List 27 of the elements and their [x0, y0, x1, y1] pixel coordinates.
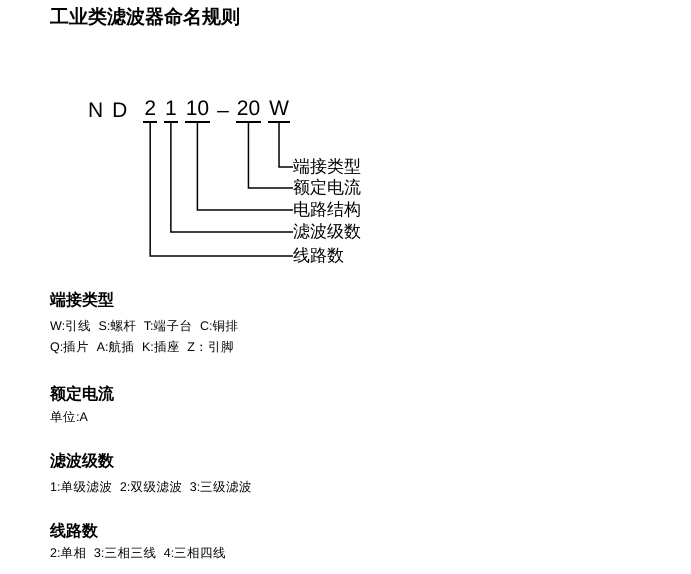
- field-label: 额定电流: [293, 178, 361, 198]
- field-label: 滤波级数: [293, 222, 361, 242]
- underlined-code-segment: 2: [143, 97, 158, 123]
- field-label: 端接类型: [293, 157, 361, 177]
- underlined-code-segment: 10: [184, 97, 210, 123]
- leader-line: [149, 123, 293, 257]
- code-prefix: ND: [88, 99, 136, 123]
- leader-line: [196, 123, 293, 211]
- section-text: 1:单级滤波 2:双级滤波 3:三级滤波: [50, 479, 252, 495]
- underlined-code-segment: W: [268, 97, 290, 123]
- underlined-code-segment: 1: [164, 97, 178, 123]
- section-text: Q:插片 A:航插 K:插座 Z：引脚: [50, 339, 234, 355]
- section-text: 单位:A: [50, 409, 88, 425]
- section-heading: 端接类型: [50, 291, 114, 311]
- code-dash: –: [217, 99, 229, 123]
- section-heading: 滤波级数: [50, 452, 114, 472]
- leader-line: [278, 123, 293, 168]
- section-text: 2:单相 3:三相三线 4:三相四线: [50, 545, 226, 561]
- section-heading: 线路数: [50, 522, 98, 542]
- diagram-title: 工业类滤波器命名规则: [50, 6, 240, 30]
- underlined-code-segment: 20: [236, 97, 262, 123]
- leader-line: [170, 123, 293, 233]
- field-label: 电路结构: [293, 200, 361, 220]
- leader-line: [248, 123, 293, 189]
- section-heading: 额定电流: [50, 385, 114, 405]
- section-text: W:引线 S:螺杆 T:端子台 C:铜排: [50, 318, 238, 334]
- field-label: 线路数: [293, 246, 344, 266]
